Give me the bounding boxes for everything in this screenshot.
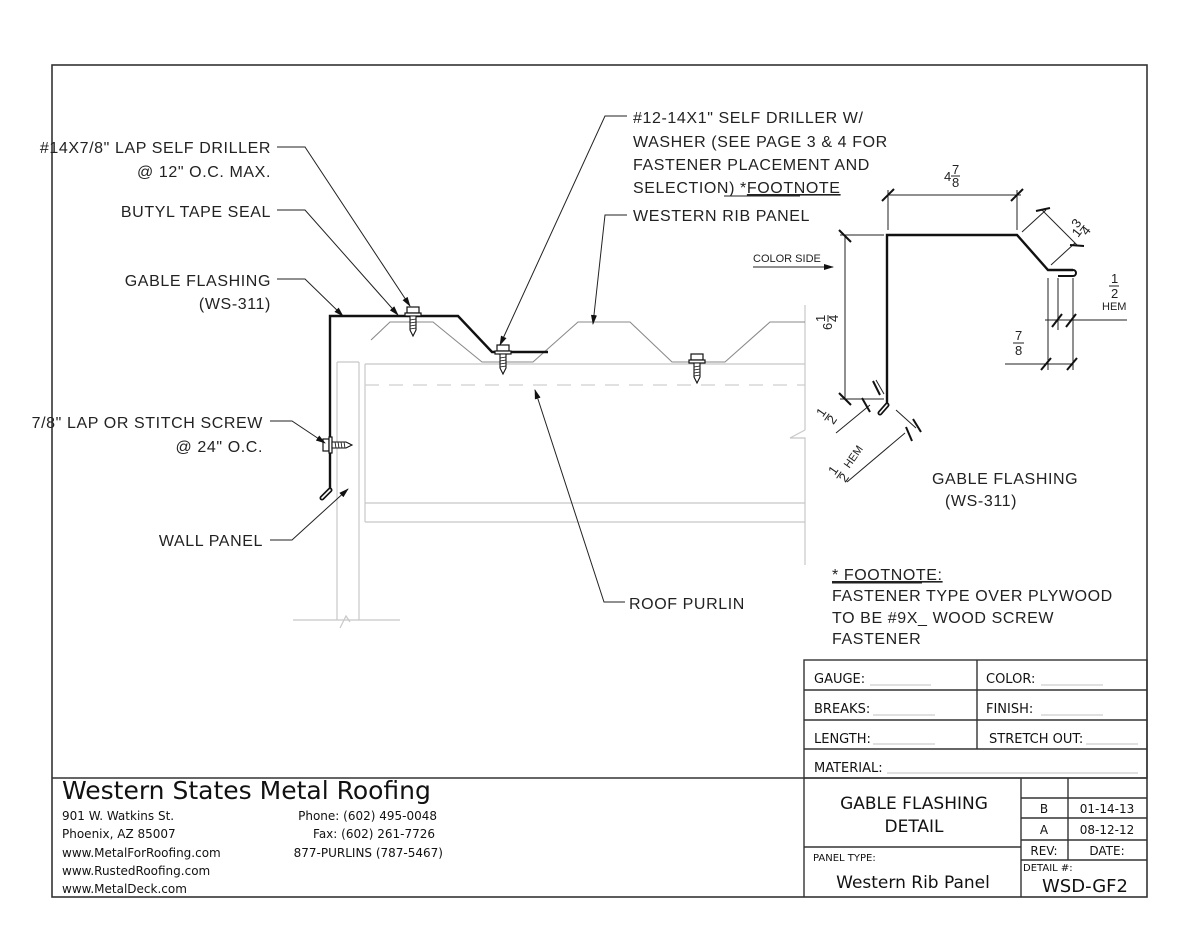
company-website-1[interactable]: www.MetalForRoofing.com [62, 846, 221, 860]
footnote-ref: FOOTNOTE [747, 180, 841, 197]
svg-text:HEM: HEM [842, 444, 866, 471]
label-stitch-screw-2: @ 24" O.C. [176, 439, 264, 456]
company-tollfree: 877-PURLINS (787-5467) [294, 846, 443, 860]
dim-top: 4 7 8 [944, 162, 960, 190]
label-western-rib: WESTERN RIB PANEL [633, 208, 810, 225]
svg-text:7: 7 [952, 162, 959, 177]
wall-structure [293, 361, 400, 629]
label-self-driller-1: #12-14X1" SELF DRILLER W/ [633, 110, 864, 127]
spec-stretch-out: STRETCH OUT: [989, 732, 1083, 747]
date-header: DATE: [1089, 844, 1124, 858]
panel-type-label: PANEL TYPE: [813, 853, 876, 864]
spec-length: LENGTH: [814, 732, 871, 747]
rev-b-date: 01-14-13 [1080, 802, 1134, 816]
company-fax: Fax: (602) 261-7726 [313, 827, 435, 841]
company-website-2[interactable]: www.RustedRoofing.com [62, 864, 210, 878]
label-self-driller-2: WASHER (SEE PAGE 3 & 4 FOR [633, 134, 888, 151]
company-address-2: Phoenix, AZ 85007 [62, 827, 176, 841]
footnote-line-2: TO BE #9X_ WOOD SCREW [832, 610, 1054, 627]
profile-title-1: GABLE FLASHING [932, 471, 1078, 488]
spec-finish: FINISH: [986, 702, 1033, 717]
label-gable-flashing-1: GABLE FLASHING [125, 273, 271, 290]
western-rib-panel [370, 321, 805, 363]
panel-type-value: Western Rib Panel [836, 873, 990, 893]
sheet-border [51, 64, 1148, 898]
spec-color: COLOR: [986, 672, 1035, 687]
dim-slope: 1 3 4 [1068, 216, 1094, 240]
spec-material: MATERIAL: [814, 761, 883, 776]
svg-text:2: 2 [1111, 286, 1118, 301]
spec-gauge: GAUGE: [814, 672, 865, 687]
svg-text:1: 1 [813, 315, 828, 322]
svg-text:HEM: HEM [1102, 301, 1126, 313]
title-block-lines [52, 777, 1147, 897]
company-website-3[interactable]: www.MetalDeck.com [62, 882, 187, 896]
rev-b: B [1040, 802, 1048, 816]
svg-text:4: 4 [944, 169, 951, 184]
svg-text:4: 4 [826, 315, 841, 322]
rev-a-date: 08-12-12 [1080, 823, 1134, 837]
self-driller-screw-1 [494, 344, 512, 375]
detail-title-1: GABLE FLASHING [840, 794, 988, 814]
flashing-profile [753, 188, 1127, 483]
self-driller-screw-2 [688, 353, 706, 384]
spec-breaks: BREAKS: [814, 702, 870, 717]
svg-text:8: 8 [952, 175, 959, 190]
dim-drop: 7 8 [1013, 328, 1024, 358]
label-self-driller-3: FASTENER PLACEMENT AND [633, 157, 870, 174]
label-stitch-screw-1: 7/8" LAP OR STITCH SCREW [32, 415, 264, 432]
footnote-line-1: FASTENER TYPE OVER PLYWOOD [832, 588, 1113, 605]
svg-text:7: 7 [1015, 328, 1022, 343]
profile-title-2: (WS-311) [945, 493, 1017, 510]
company-phone: Phone: (602) 495-0048 [298, 809, 437, 823]
leader-lines [270, 115, 627, 603]
label-butyl-tape: BUTYL TAPE SEAL [121, 204, 271, 221]
label-lap-driller-2: @ 12" O.C. MAX. [137, 164, 271, 181]
company-address-1: 901 W. Watkins St. [62, 809, 174, 823]
dim-height: 6 1 4 [813, 315, 841, 330]
svg-text:8: 8 [1015, 343, 1022, 358]
label-roof-purlin: ROOF PURLIN [629, 596, 745, 613]
detail-number: WSD-GF2 [1042, 876, 1128, 897]
label-wall-panel: WALL PANEL [159, 533, 263, 550]
company-name: Western States Metal Roofing [62, 776, 431, 805]
svg-text:1: 1 [1111, 271, 1118, 286]
dim-hem-bottom: 1 2 HEM [825, 444, 866, 485]
dim-small: 1 2 [813, 405, 840, 427]
spec-blanks [870, 684, 1138, 774]
svg-text:6: 6 [820, 323, 835, 330]
detail-number-label: DETAIL #: [1023, 863, 1073, 874]
footnote-line-3: FASTENER [832, 631, 921, 648]
label-color-side: COLOR SIDE [753, 253, 821, 265]
footnote-title: * FOOTNOTE: [832, 567, 943, 584]
svg-text:2: 2 [824, 412, 840, 427]
label-self-driller-4: SELECTION) *FOOTNOTE [633, 180, 841, 197]
rev-a: A [1040, 823, 1049, 837]
detail-title-2: DETAIL [884, 817, 944, 837]
svg-text:2: 2 [836, 470, 852, 485]
roof-purlin-shape [364, 305, 806, 565]
gable-flashing [328, 314, 548, 490]
label-lap-driller-1: #14X7/8" LAP SELF DRILLER [40, 140, 271, 157]
label-gable-flashing-2: (WS-311) [199, 296, 271, 313]
rev-header: REV: [1030, 844, 1057, 858]
dim-hem-top: 1 2 HEM [1102, 271, 1126, 313]
